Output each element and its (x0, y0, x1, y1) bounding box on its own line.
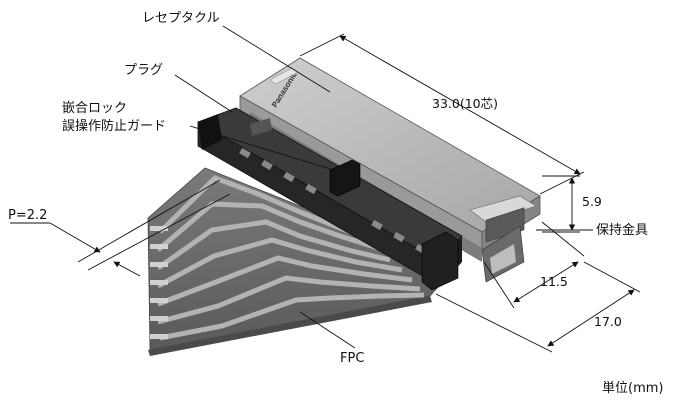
label-plug: プラグ (124, 63, 163, 78)
dimension-lines (10, 33, 641, 353)
fpc-trace-ends (150, 226, 168, 339)
leader-lines (174, 25, 593, 349)
dim-depth-total: 17.0 (594, 314, 622, 329)
label-guard-line1: 嵌合ロック (62, 101, 127, 116)
label-guard-line2: 誤操作防止ガード (62, 118, 166, 134)
dim-height: 5.9 (582, 194, 602, 209)
label-fitting: 保持金具 (596, 222, 648, 238)
label-pitch: P=2.2 (8, 208, 47, 223)
fpc-traces (156, 175, 425, 341)
label-fpc: FPC (340, 351, 364, 366)
label-unit: 単位(mm) (602, 380, 663, 396)
fpc-cable (147, 167, 456, 356)
dim-length: 33.0(10芯) (432, 96, 498, 111)
label-receptacle: レセプタクル (142, 11, 220, 26)
dim-depth-receptacle: 11.5 (540, 274, 568, 289)
